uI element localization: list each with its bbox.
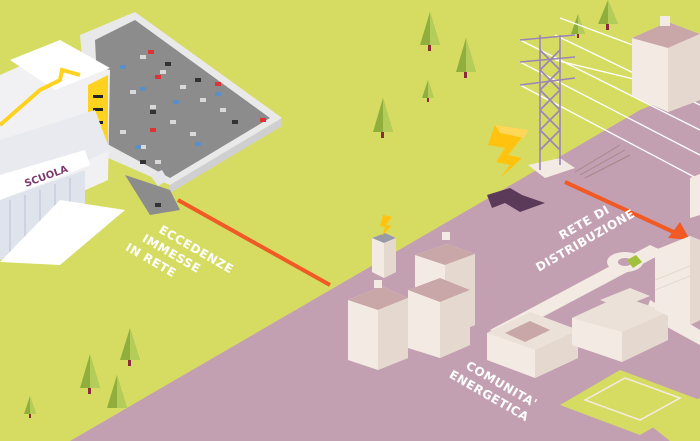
lightning-bolt-icon bbox=[380, 215, 392, 236]
tree-icon bbox=[24, 396, 36, 418]
tree-icon bbox=[598, 0, 618, 30]
excess-energy-line bbox=[177, 198, 331, 287]
apartment-building bbox=[632, 16, 700, 112]
tree-icon bbox=[627, 255, 642, 268]
tree-icon bbox=[373, 98, 393, 138]
community-buildings bbox=[487, 174, 700, 378]
tree-icon bbox=[420, 12, 440, 51]
small-building-with-solar bbox=[372, 215, 396, 278]
lightning-bolt-icon bbox=[487, 125, 545, 212]
transmission-tower bbox=[519, 34, 631, 179]
tree-icon bbox=[80, 354, 100, 394]
distribution-arrow bbox=[564, 180, 690, 240]
trees bbox=[24, 0, 618, 418]
residential-towers bbox=[348, 232, 475, 370]
tree-icon bbox=[120, 328, 140, 366]
tree-icon bbox=[422, 80, 434, 102]
school-building: SCUOLA bbox=[0, 40, 125, 265]
tree-icon bbox=[456, 38, 476, 78]
tree-icon bbox=[107, 375, 127, 408]
parking-lot bbox=[80, 12, 282, 215]
